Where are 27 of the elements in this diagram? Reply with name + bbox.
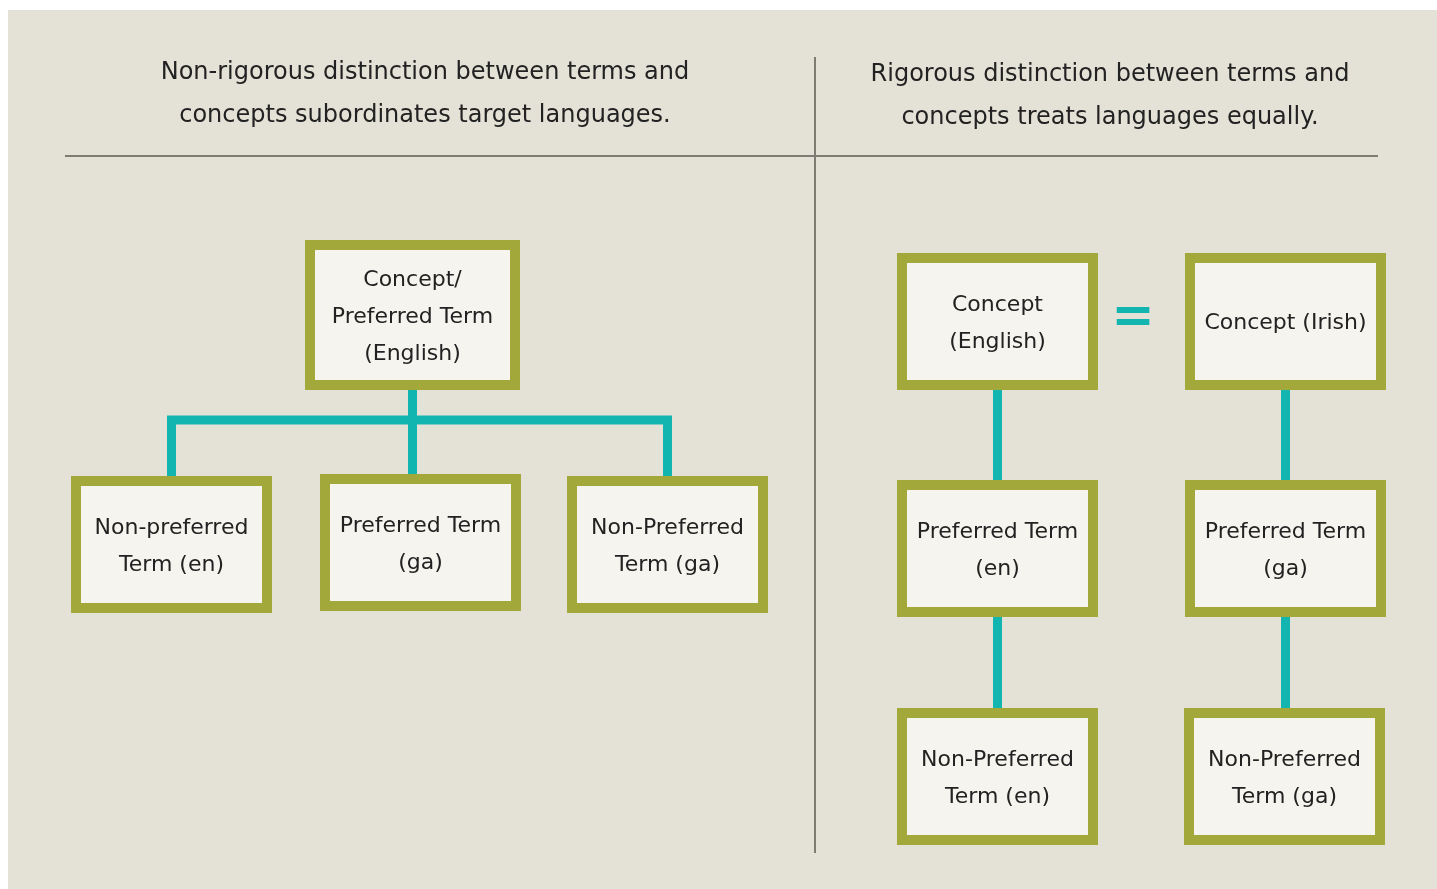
heading: Rigorous distinction between terms and concepts treats languages equally. [869, 58, 1351, 132]
node-label: Non-Preferred Term (ga) [1207, 744, 1362, 810]
node-label: Concept/ Preferred Term (English) [330, 264, 495, 367]
term-box [1184, 708, 1385, 845]
term-box [897, 708, 1098, 845]
node-label: Non-Preferred Term (ga) [590, 512, 745, 578]
node-label: Preferred Term (ga) [338, 510, 503, 576]
heading: Non-rigorous distinction between terms and concepts subordinates target languages. [159, 56, 691, 130]
term-box [567, 476, 768, 613]
node-label: Preferred Term (ga) [1203, 516, 1368, 582]
term-box [1185, 480, 1386, 617]
node-label: Preferred Term (en) [915, 516, 1080, 582]
node-label: Non-Preferred Term (en) [920, 744, 1075, 810]
term-box [897, 480, 1098, 617]
term-box [305, 240, 520, 390]
term-box [320, 474, 521, 611]
term-box [1185, 253, 1386, 390]
equals-sign: = [1110, 284, 1156, 344]
node-label: Concept (Irish) [1204, 308, 1367, 336]
term-box [897, 253, 1098, 390]
node-label: Concept (English) [948, 289, 1047, 355]
connector-line [1281, 617, 1290, 708]
node-label: Non-preferred Term (en) [93, 512, 250, 578]
term-box [71, 476, 272, 613]
connector-line [1281, 390, 1290, 480]
connector-line [993, 617, 1002, 708]
connector-line [993, 390, 1002, 480]
